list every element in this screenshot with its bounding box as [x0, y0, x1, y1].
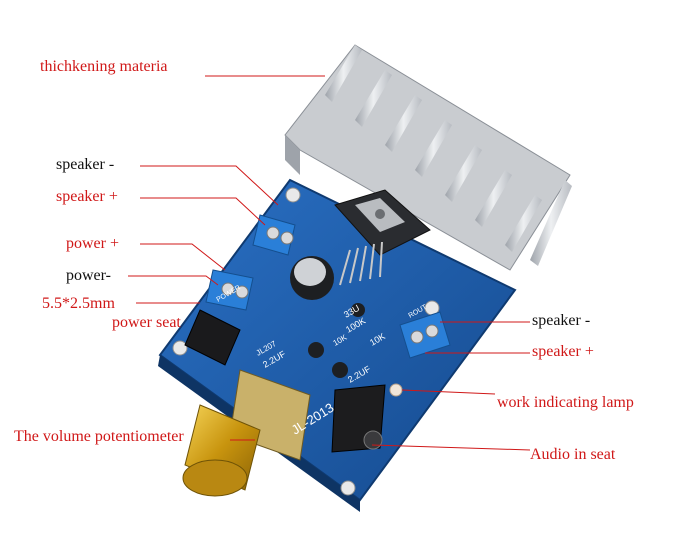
audio-jack	[331, 384, 386, 453]
label-speaker-minus-right: speaker -	[532, 312, 591, 329]
label-power-minus: power-	[66, 267, 111, 284]
leader-lines	[128, 75, 531, 451]
volume-potentiometer	[182, 369, 311, 497]
heatsink-fin	[530, 180, 572, 266]
label-dc-size: 5.5*2.5mm	[42, 295, 115, 312]
dc-power-jack	[184, 309, 241, 366]
work-led	[389, 383, 403, 397]
label-work-lamp: work indicating lamp	[497, 394, 634, 411]
heatsink-fin	[475, 170, 512, 227]
terminal-power	[205, 269, 254, 311]
terminal-speaker-right	[399, 311, 451, 359]
label-thickening: thichkening materia	[40, 58, 168, 75]
label-speaker-plus-left: speaker +	[56, 188, 118, 205]
label-power-seat: power seat	[112, 314, 181, 331]
label-speaker-minus-left: speaker -	[56, 156, 115, 173]
label-volume-potentiometer: The volume potentiometer	[14, 428, 184, 445]
mount-hole	[172, 340, 188, 356]
heatsink-fin	[445, 145, 482, 202]
heatsink-fin	[325, 45, 362, 102]
heatsink-fin	[505, 195, 542, 252]
capacitors	[290, 256, 365, 378]
amplifier-ic	[334, 189, 431, 286]
heatsink-fin	[415, 120, 452, 177]
heatsink-fin	[385, 95, 422, 152]
label-speaker-plus-right: speaker +	[532, 343, 594, 360]
mount-hole	[285, 187, 301, 203]
heatsink-fin	[355, 70, 392, 127]
mount-hole	[340, 480, 356, 496]
heatsink	[284, 44, 572, 271]
label-audio-in: Audio in seat	[530, 446, 616, 463]
terminal-speaker-left	[252, 214, 296, 256]
label-power-plus: power +	[66, 235, 120, 252]
